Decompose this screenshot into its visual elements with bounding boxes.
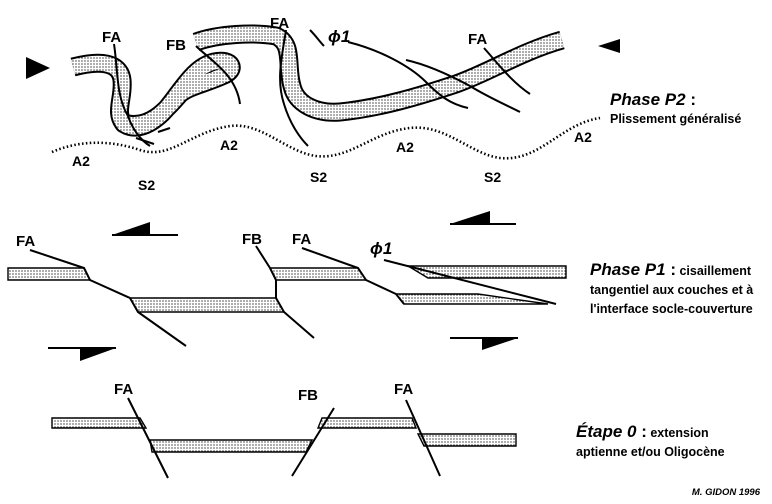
label-a2: A2 [574,129,592,145]
caption-etape-0: Étape 0 : extension aptienne et/ou Oligo… [576,422,725,462]
caption-colon: : [665,260,676,279]
thrust-phi1-tip [309,29,325,47]
label-fa: FA [114,381,133,398]
fault-fb [291,407,335,477]
caption-colon: : [685,90,696,109]
layer-segment [316,417,418,429]
dash-mark [135,137,155,145]
compression-arrow-left [26,57,50,79]
caption-text: extension [646,426,709,440]
label-fa: FA [16,233,35,250]
layer-segment [405,265,567,279]
thrust-phi1 [383,259,557,305]
caption-line: tangentiel aux couches et à [590,283,754,297]
fault-fa [29,249,187,347]
fault-fa-2 [279,29,309,147]
thrust-phi1-branch [405,59,521,113]
shear-arrow-bottom-right [450,337,518,350]
fault-fb [195,45,241,105]
ghost [356,280,404,304]
label-fa: FA [292,231,311,248]
compression-arrow-right [598,39,620,53]
label-fa: FA [394,381,413,398]
label-fb: FB [298,387,318,404]
label-s2: S2 [310,169,327,185]
dash-mark [157,127,171,133]
caption-title: Phase P1 [590,260,666,279]
caption-text: cisaillement [676,264,752,278]
shear-arrow-bottom-left [48,347,116,361]
label-s2: S2 [138,177,155,193]
label-fb: FB [242,231,262,248]
label-s2: S2 [484,169,501,185]
shear-arrow-top-left [112,222,178,236]
caption-line: aptienne et/ou Oligocène [576,445,725,459]
layer-segment [416,433,517,447]
fault-fa-3 [483,47,531,95]
caption-title: Étape 0 [576,422,637,441]
label-fa: FA [102,29,121,46]
phase-p1-diagram: FA FB FA ϕ1 [7,211,567,361]
phase-p2-diagram: FA FB FA FA ϕ1 A2 A2 A2 A2 S2 S2 S2 [26,15,620,193]
shear-arrow-top-right [450,211,516,225]
label-phi1: ϕ1 [370,239,392,258]
basement-fold-trace [51,116,601,160]
caption-subtitle: Plissement généralisé [610,112,742,126]
label-fb: FB [166,37,186,54]
label-fa: FA [270,15,289,32]
fault-fb [255,245,315,339]
caption-line: l'interface socle-couverture [590,302,753,316]
label-phi1: ϕ1 [328,27,350,46]
layer-segment [7,267,92,281]
etape-0-diagram: FA FB FA [51,381,517,479]
fault-fa [405,399,441,477]
layer-segment [149,439,314,453]
thrust-phi1 [347,41,469,109]
label-a2: A2 [72,153,90,169]
caption-colon: : [636,422,647,441]
label-a2: A2 [396,139,414,155]
layer-segment [51,417,148,429]
caption-phase-p2: Phase P2 : Plissement généralisé [610,90,741,126]
fault-fa [301,247,405,305]
caption-title: Phase P2 [610,90,686,109]
caption-phase-p1: Phase P1 : cisaillement tangentiel aux c… [590,260,753,319]
label-a2: A2 [220,137,238,153]
author-credit: M. GIDON 1996 [691,487,760,498]
layer-segment [128,297,286,313]
fault-fa [127,397,169,479]
label-fa: FA [468,31,487,48]
layer-segment [268,267,368,281]
folded-layer-fill [71,26,565,135]
